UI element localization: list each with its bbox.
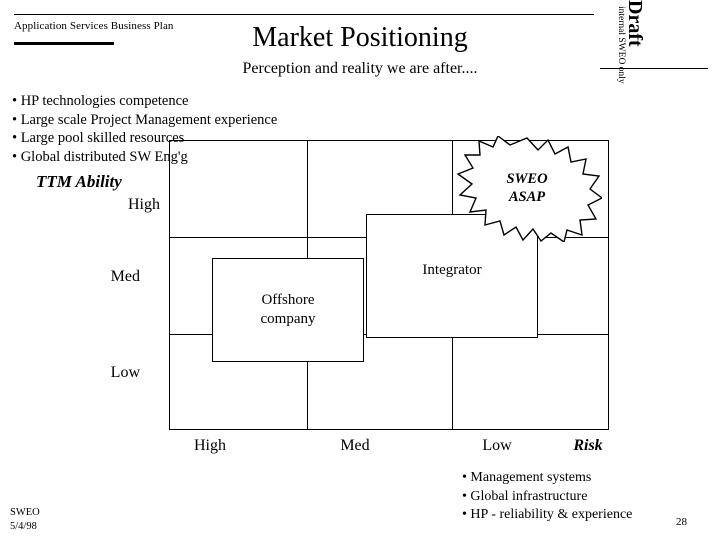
grid-vline-4 xyxy=(608,140,609,430)
footer-left: SWEO 5/4/98 xyxy=(10,506,40,534)
starburst-callout: SWEO ASAP xyxy=(452,136,602,242)
footer-date: 5/4/98 xyxy=(10,521,37,532)
key-points-list: • HP technologies competence • Large sca… xyxy=(12,92,277,166)
header-label: Application Services Business Plan xyxy=(14,20,174,32)
footer-points-list: • Management systems • Global infrastruc… xyxy=(462,469,632,525)
matrix-box-label: Integrator xyxy=(422,262,482,278)
x-axis-label-low: Low xyxy=(482,437,512,454)
grid-vline-1 xyxy=(169,140,170,430)
draft-stamp: Draft internal SWEO only xyxy=(612,0,708,84)
x-axis-label-high: High xyxy=(194,437,226,454)
list-item: • Global distributed SW Eng'g xyxy=(12,148,188,165)
draft-stamp-sub: internal SWEO only xyxy=(616,6,626,84)
header-rule-underline xyxy=(14,42,114,45)
starburst-line1: SWEO xyxy=(506,171,548,187)
grid-hline-4 xyxy=(169,429,609,430)
y-axis-label-high: High xyxy=(128,196,160,213)
starburst-text: SWEO ASAP xyxy=(452,170,602,206)
header-rule-top xyxy=(14,14,594,15)
draft-stamp-word: Draft xyxy=(624,0,646,47)
matrix-box-label-2: company xyxy=(260,311,316,327)
y-axis-label-low: Low xyxy=(110,364,140,381)
header-rule-right xyxy=(600,68,708,69)
page-title: Market Positioning xyxy=(252,22,468,53)
page-number: 28 xyxy=(676,516,687,528)
y-axis-label-med: Med xyxy=(110,268,140,285)
list-item: • HP technologies competence xyxy=(12,93,189,109)
matrix-box-offshore: Offshore company xyxy=(212,258,364,362)
page-subtitle: Perception and reality we are after.... xyxy=(242,60,478,77)
list-item: • Global infrastructure xyxy=(462,488,588,504)
list-item: • HP - reliability & experience xyxy=(462,507,633,522)
matrix-box-integrator: Integrator xyxy=(366,214,538,338)
matrix-box-label: Offshore xyxy=(261,292,315,308)
list-item: • Large pool skilled resources xyxy=(12,130,185,146)
list-item: • Large scale Project Management experie… xyxy=(12,111,278,128)
starburst-shape xyxy=(456,136,602,242)
x-axis-label-med: Med xyxy=(340,437,370,454)
x-axis-title: Risk xyxy=(573,437,603,454)
starburst-line2: ASAP xyxy=(508,189,546,205)
list-item: • Management systems xyxy=(462,470,592,485)
y-axis-title: TTM Ability xyxy=(36,172,122,191)
footer-org: SWEO xyxy=(10,507,40,518)
grid-hline-1 xyxy=(169,140,609,141)
